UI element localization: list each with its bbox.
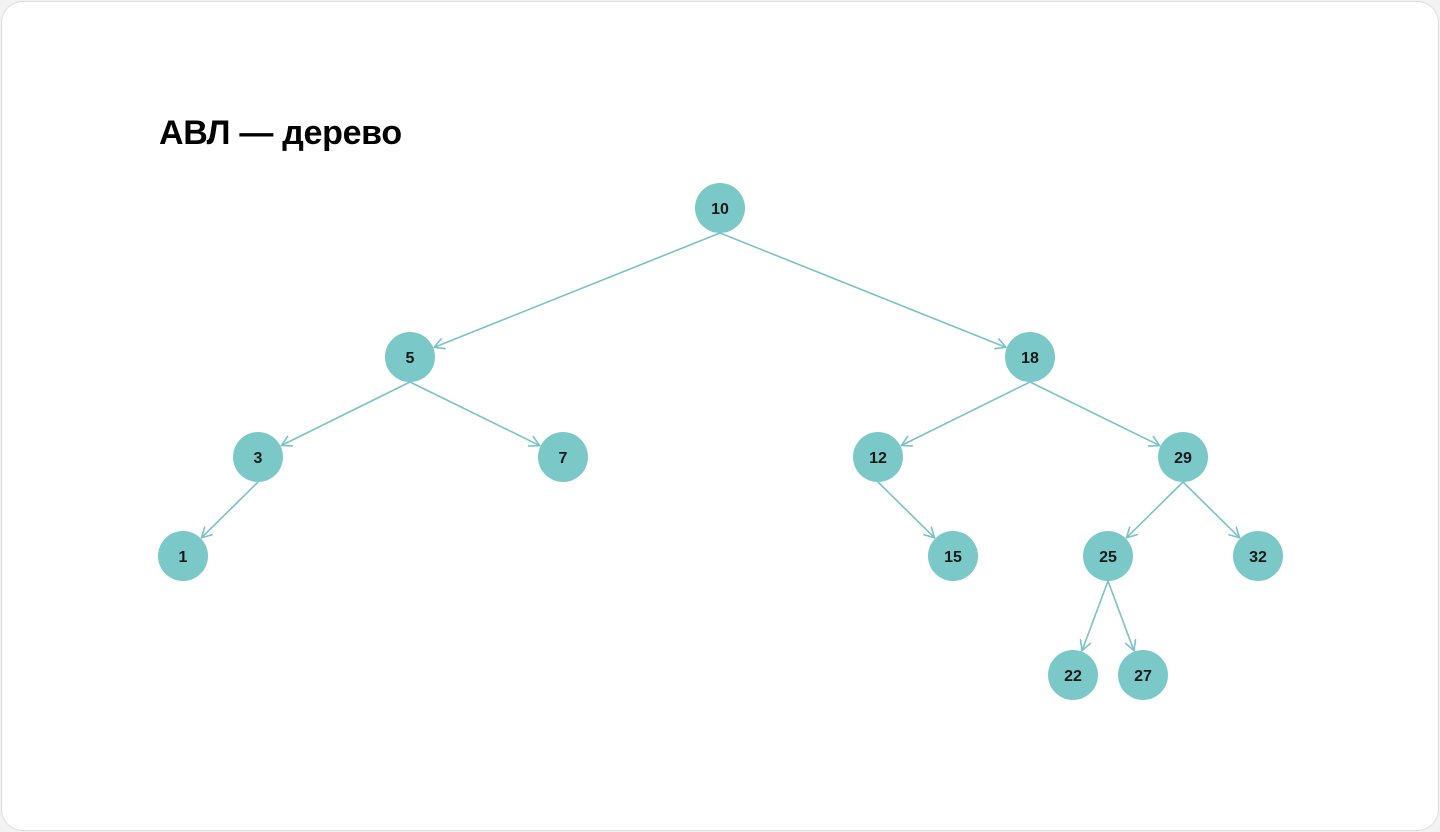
node-circle [928,531,978,581]
node-label: 15 [944,549,962,566]
node-label: 7 [559,450,568,467]
node-label: 25 [1099,549,1117,566]
edge-n12-n15 [877,481,936,539]
diagram-title: АВЛ — дерево [159,114,402,152]
tree-node-25: 25 [1083,531,1133,581]
node-circle [695,183,745,233]
tree-node-1: 1 [158,531,208,581]
arrowhead [1125,526,1138,539]
edge-n18-n29 [1029,381,1161,447]
node-circle [538,432,588,482]
edge-n25-n27 [1107,580,1137,652]
tree-node-18: 18 [1005,332,1055,382]
edge-n3-n1 [200,481,259,539]
edges-group [200,232,1241,652]
arrowhead [1147,435,1161,447]
tree-node-3: 3 [233,432,283,482]
tree-node-32: 32 [1233,531,1283,581]
node-label: 3 [254,450,263,467]
edge-n5-n3 [280,381,411,447]
edge-n5-n7 [409,381,541,447]
node-circle [385,332,435,382]
node-circle [1233,531,1283,581]
arrowhead [994,338,1007,350]
arrowhead [200,526,213,539]
nodes-group: 10 5 18 3 7 12 29 1 15 25 32 22 27 [158,183,1283,700]
tree-node-27: 27 [1118,650,1168,700]
arrowhead [1124,638,1137,652]
tree-node-15: 15 [928,531,978,581]
node-label: 12 [869,450,887,467]
node-circle [1083,531,1133,581]
node-circle [233,432,283,482]
tree-node-22: 22 [1048,650,1098,700]
arrowhead [1228,526,1241,539]
edge-n29-n32 [1182,481,1241,539]
node-circle [1048,650,1098,700]
tree-node-29: 29 [1158,432,1208,482]
arrowhead [1079,638,1092,652]
edge-n25-n22 [1079,580,1109,652]
arrowhead [280,435,294,447]
node-label: 18 [1021,350,1039,367]
node-circle [1118,650,1168,700]
edge-n10-n18 [719,232,1007,350]
edge-n18-n12 [900,381,1031,447]
node-label: 1 [179,549,188,566]
node-label: 29 [1174,450,1192,467]
node-label: 32 [1249,549,1267,566]
node-circle [853,432,903,482]
edge-n29-n25 [1125,481,1184,539]
node-label: 10 [711,201,729,218]
edge-n10-n5 [433,232,721,350]
arrowhead [900,435,914,447]
node-circle [1005,332,1055,382]
node-circle [158,531,208,581]
arrowhead [433,338,446,350]
tree-node-10: 10 [695,183,745,233]
node-circle [1158,432,1208,482]
tree-node-7: 7 [538,432,588,482]
tree-node-12: 12 [853,432,903,482]
node-label: 27 [1134,668,1152,685]
tree-node-5: 5 [385,332,435,382]
node-label: 22 [1064,668,1082,685]
arrowhead [527,435,541,447]
arrowhead [923,526,936,539]
node-label: 5 [406,350,415,367]
